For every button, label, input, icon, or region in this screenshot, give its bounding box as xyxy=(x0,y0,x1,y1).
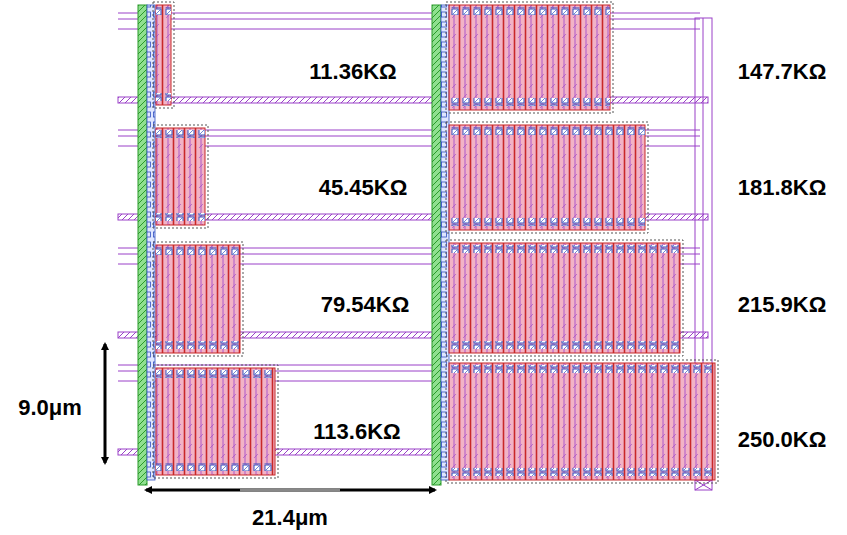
resistor-block xyxy=(153,2,174,108)
dimension-label: 21.4μm xyxy=(249,505,331,531)
resistance-value: 250.0KΩ xyxy=(735,427,830,453)
resistor-block xyxy=(446,240,683,356)
resistance-value: 147.7KΩ xyxy=(735,59,830,85)
resistor-block xyxy=(153,125,208,228)
dimension-arrow xyxy=(104,344,107,463)
resistor-block xyxy=(153,365,278,478)
resistor-block xyxy=(153,242,243,356)
resistance-value: 215.9KΩ xyxy=(735,292,830,318)
resistor-block xyxy=(446,122,648,233)
resistance-value: 11.36KΩ xyxy=(306,59,399,85)
contact-column xyxy=(441,5,449,480)
resistance-value: 79.54KΩ xyxy=(318,292,413,318)
resistor-block xyxy=(446,360,718,483)
well-strip xyxy=(432,5,441,485)
dimension-label: 9.0μm xyxy=(15,395,85,421)
resistance-value: 45.45KΩ xyxy=(316,175,411,201)
metal-row xyxy=(118,13,708,103)
well-strip xyxy=(138,5,147,485)
dimension-arrow xyxy=(146,489,435,492)
resistor-block xyxy=(446,2,613,113)
resistance-value: 181.8KΩ xyxy=(735,175,830,201)
resistance-value: 113.6KΩ xyxy=(310,419,403,445)
